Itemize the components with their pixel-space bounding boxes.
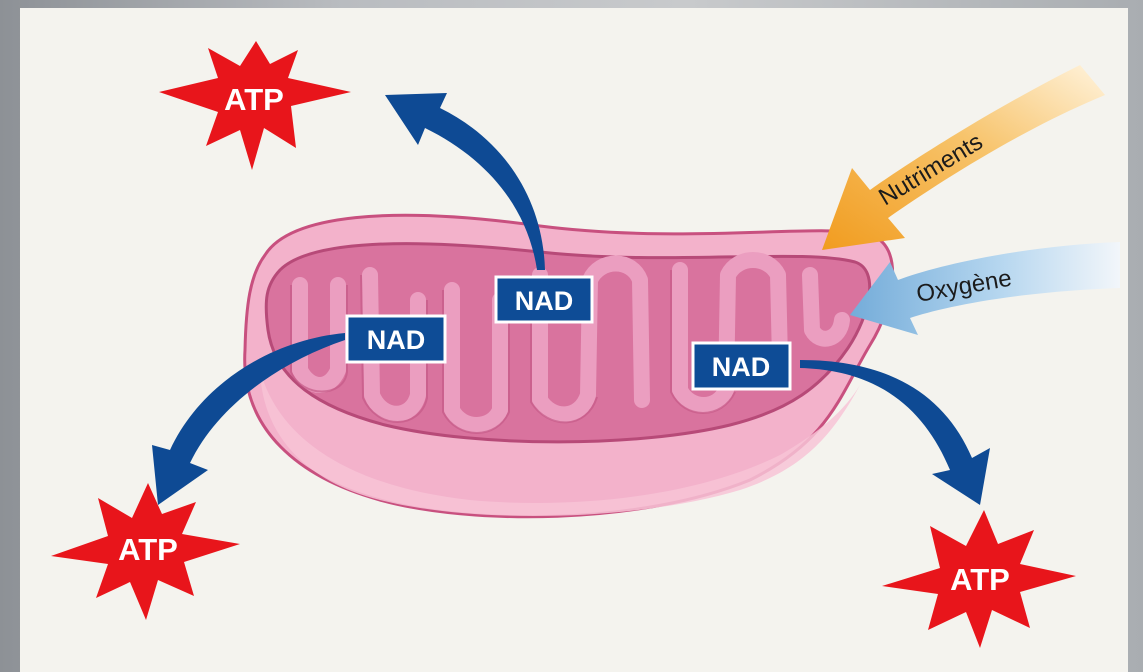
mitochondrion: [245, 215, 893, 517]
nad-node-right: NAD: [693, 343, 790, 389]
nad-center-label: NAD: [515, 286, 574, 316]
nad-node-center: NAD: [496, 277, 592, 322]
atp-top-left-label: ATP: [224, 82, 284, 117]
atp-star-bottom-left: ATP: [51, 483, 240, 620]
nad-node-left: NAD: [347, 316, 445, 362]
atp-bottom-right-label: ATP: [950, 562, 1010, 597]
atp-star-bottom-right: ATP: [882, 510, 1076, 648]
atp-star-top-left: ATP: [159, 41, 351, 170]
nutrients-input-arrow: Nutriments: [822, 65, 1105, 250]
nad-left-label: NAD: [367, 325, 426, 355]
atp-bottom-left-label: ATP: [118, 532, 178, 567]
nutrients-label: Nutriments: [874, 128, 987, 211]
nad-right-label: NAD: [712, 352, 771, 382]
